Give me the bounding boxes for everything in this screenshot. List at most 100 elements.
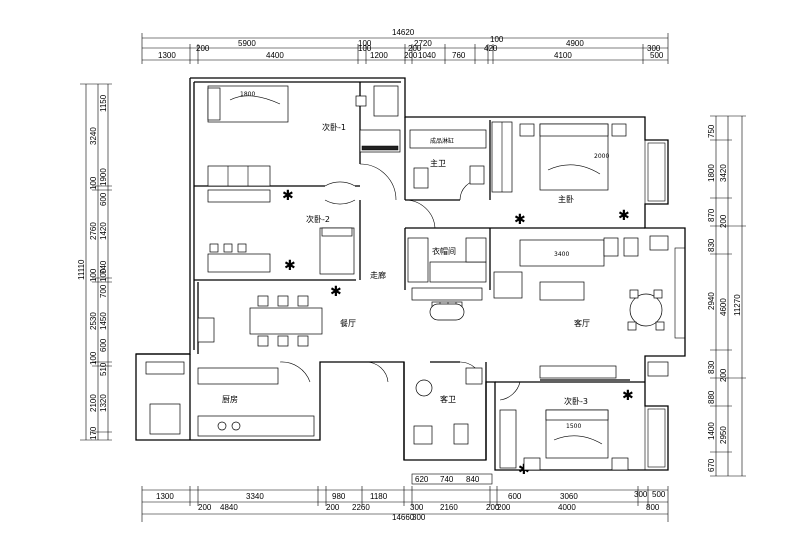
- wardrobe-bedroom2-icon: [207, 189, 271, 203]
- dim-left-c2-3: 1420: [99, 222, 108, 240]
- plant-icon: ✱: [330, 284, 342, 300]
- dim-bot-r1-3: 1180: [370, 492, 388, 501]
- dim-bot-r2-3: 2260: [352, 503, 370, 512]
- room-master-bath: 主卫: [430, 158, 446, 168]
- room-bedroom3: 次卧-3: [564, 396, 588, 406]
- desk-bedroom2-icon: [207, 253, 271, 273]
- dim-top-r2-7: 760: [452, 51, 466, 60]
- dim-left-c1-6: 2100: [89, 394, 98, 412]
- bed-master-label: 2000: [594, 153, 609, 160]
- shower-icon: [415, 379, 433, 397]
- dim-left-c1-4: 2530: [89, 312, 98, 330]
- dim-left-c2-2: 600: [99, 192, 108, 206]
- dim-top-r1-1: 100: [358, 39, 372, 48]
- dim-right-c2-1: 200: [719, 214, 728, 228]
- dim-top-r2-1: 200: [196, 44, 210, 53]
- dim-right-c1-5: 830: [707, 360, 716, 374]
- dim-top-r2-8: 4100: [554, 51, 572, 60]
- plant-icon: ✱: [282, 188, 294, 204]
- dim-left-c2-7: 1450: [99, 312, 108, 330]
- dim-bot-r1-0: 1300: [156, 492, 174, 501]
- coffee-table-icon: [539, 281, 585, 301]
- dim-bot-total-extra2: 200: [486, 503, 500, 512]
- dim-top-r1-3: 100: [490, 35, 504, 44]
- dim-right-c2-0: 3420: [719, 164, 728, 182]
- plant-icon: ✱: [284, 258, 296, 274]
- left-dimensions: 11110 3240 100 2760 100 2530 100 2100 17…: [77, 83, 112, 441]
- tv-cabinet-icon: [539, 365, 617, 379]
- top-dimensions: 14620 5900 100 2720 100 4900 200 420 300…: [141, 28, 669, 64]
- dim-bath-0: 620: [415, 475, 429, 484]
- dim-top-extra-0: 200: [408, 44, 422, 53]
- water-heater-icon: [149, 403, 181, 435]
- dim-right-c1-3: 830: [707, 238, 716, 252]
- toilet-guest-icon: [453, 423, 469, 445]
- dim-top-r1-0: 5900: [238, 39, 256, 48]
- room-guest-bath: 客卫: [440, 394, 456, 404]
- plant-icon: ✱: [622, 388, 634, 404]
- dim-bot-r1-6: 300: [634, 490, 648, 499]
- dim-bath-1: 740: [440, 475, 454, 484]
- dim-left-c1-7: 170: [89, 426, 98, 440]
- dim-top-r1-4: 4900: [566, 39, 584, 48]
- room-labels: 次卧-1 次卧-2 主卫 主卧 衣帽间 走廊 餐厅 客厅 厨房 客卫 次卧-3: [222, 122, 590, 406]
- bathtub-icon: [409, 129, 487, 149]
- room-bedroom1: 次卧-1: [322, 122, 346, 132]
- dim-top-r2-9: 500: [650, 51, 664, 60]
- room-bedroom2: 次卧-2: [306, 214, 330, 224]
- bed-bedroom3-label: 1500: [566, 423, 581, 430]
- dim-bot-r1-1: 3340: [246, 492, 264, 501]
- right-dimensions: 750 1800 870 830 2940 830 880 1400 670 3…: [707, 115, 746, 477]
- dim-right-c1-6: 880: [707, 390, 716, 404]
- dim-bot-r1-2: 980: [332, 492, 346, 501]
- dim-bot-r2-4: 300: [410, 503, 424, 512]
- dim-bot-total: 14660: [392, 513, 415, 522]
- dim-left-c2-5: 100: [99, 268, 108, 282]
- dim-top-r2-5: 200: [404, 51, 418, 60]
- dim-left-c2-9: 510: [99, 362, 108, 376]
- dim-bot-r2-5: 2160: [440, 503, 458, 512]
- dim-top-r2-6: 1040: [418, 51, 436, 60]
- dim-top-total: 14620: [392, 28, 415, 37]
- dim-right-c1-8: 670: [707, 458, 716, 472]
- round-table-icon: [629, 293, 663, 327]
- dim-right-c1-1: 1800: [707, 164, 716, 182]
- dim-left-total: 11110: [77, 259, 86, 280]
- dim-bot-r2-6: 200: [497, 503, 511, 512]
- plant-icon: ✱: [618, 208, 630, 224]
- wardrobe-closet-icon: [407, 237, 429, 283]
- dim-bot-r2-0: 200: [198, 503, 212, 512]
- room-living: 客厅: [574, 318, 590, 328]
- dim-left-c1-1: 100: [89, 176, 98, 190]
- shower-label: 成品淋缸: [430, 137, 454, 145]
- dim-left-c2-8: 600: [99, 338, 108, 352]
- dim-bot-r1-4: 600: [508, 492, 522, 501]
- dim-left-c1-2: 2760: [89, 222, 98, 240]
- dim-left-c2-10: 1320: [99, 394, 108, 412]
- plant-icon: ✱: [514, 212, 526, 228]
- dim-top-extra-2: 300: [647, 44, 661, 53]
- room-walkin-closet: 衣帽间: [432, 246, 456, 256]
- dim-bot-r2-7: 4000: [558, 503, 576, 512]
- dim-top-r2-4: 1200: [370, 51, 388, 60]
- toilet-icon: [413, 167, 429, 189]
- sofa-label: 3400: [554, 251, 569, 258]
- dim-left-c1-3: 100: [89, 268, 98, 282]
- sofa-icon: [519, 239, 605, 267]
- dim-left-c2-0: 1150: [99, 94, 108, 112]
- dim-left-c2-4: 740: [99, 260, 108, 274]
- kitchen-counter-icon: [197, 415, 315, 437]
- sink-guest-icon: [413, 425, 433, 445]
- dim-bot-r2-2: 200: [326, 503, 340, 512]
- fridge-icon: [197, 317, 215, 343]
- dim-bot-r2-8: 800: [646, 503, 660, 512]
- dim-right-c1-2: 870: [707, 208, 716, 222]
- room-master-bedroom: 主卧: [558, 194, 574, 204]
- dim-right-c2-2: 4600: [719, 298, 728, 316]
- dim-bot-total-extra: 300: [412, 513, 426, 522]
- dim-right-c1-7: 1400: [707, 422, 716, 440]
- room-kitchen: 厨房: [222, 394, 238, 404]
- dim-top-r2-0: 1300: [158, 51, 176, 60]
- dim-right-c2-3: 200: [719, 368, 728, 382]
